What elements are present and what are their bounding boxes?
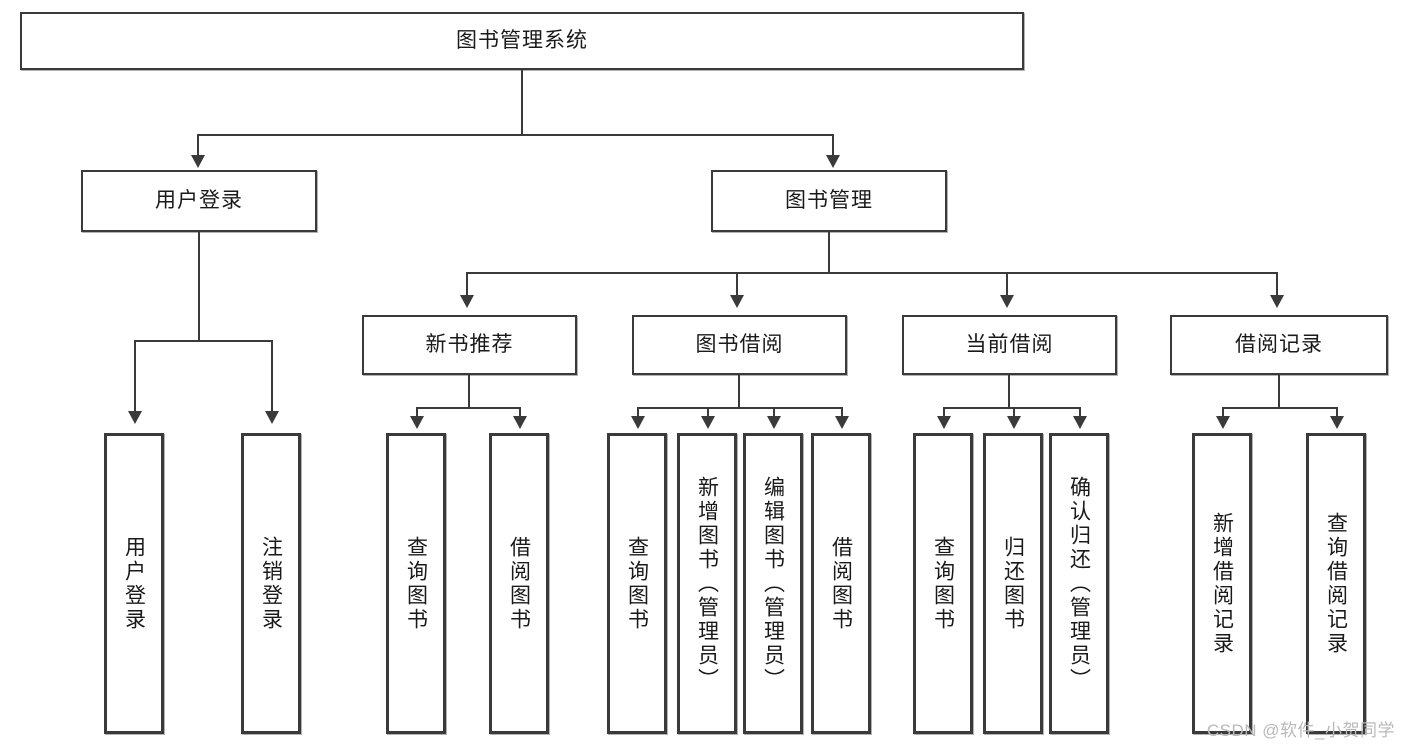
- node-label: 归还图书: [1001, 535, 1025, 632]
- connector-borrow-record-bus: [1222, 407, 1338, 409]
- leaf-bb-edit-book-admin[interactable]: 编辑图书（管理员）: [743, 433, 803, 734]
- arrowhead-br-leaf1: [1216, 416, 1230, 429]
- node-label: 借阅图书: [507, 535, 531, 632]
- connector-to-book-borrow: [736, 272, 738, 297]
- node-label: 图书借阅: [695, 333, 784, 357]
- arrowhead-user-login: [191, 155, 205, 168]
- node-book-management[interactable]: 图书管理: [711, 170, 947, 232]
- node-label: 确认归还（管理员）: [1067, 475, 1091, 692]
- connector-cb-leaf3: [1079, 407, 1081, 418]
- node-label: 当前借阅: [965, 333, 1054, 357]
- leaf-nbr-borrow-book[interactable]: 借阅图书: [489, 433, 549, 734]
- arrowhead-leaf-logout-login: [265, 411, 279, 424]
- connector-to-new-book-recommend: [466, 272, 468, 297]
- connector-cb-leaf2: [1013, 407, 1015, 418]
- connector-book-management-stem: [828, 232, 830, 272]
- connector-bb-leaf3: [773, 407, 775, 418]
- leaf-cb-confirm-return-admin[interactable]: 确认归还（管理员）: [1049, 433, 1109, 734]
- arrowhead-cb-leaf3: [1073, 416, 1087, 429]
- connector-borrow-record-stem: [1278, 375, 1280, 407]
- connector-bb-leaf4: [841, 407, 843, 418]
- connector-to-borrow-record: [1276, 272, 1278, 297]
- node-root-book-management-system[interactable]: 图书管理系统: [20, 12, 1024, 70]
- arrowhead-borrow-record: [1270, 295, 1284, 308]
- node-label: 借阅记录: [1235, 333, 1323, 357]
- connector-root-to-user-login: [197, 134, 199, 157]
- leaf-user-login[interactable]: 用户登录: [104, 433, 164, 734]
- node-label: 新增借阅记录: [1210, 511, 1234, 656]
- leaf-bb-borrow-book[interactable]: 借阅图书: [811, 433, 871, 734]
- arrowhead-cb-leaf2: [1007, 416, 1021, 429]
- leaf-bb-query-book[interactable]: 查询图书: [607, 433, 667, 734]
- connector-user-login-bus: [134, 340, 272, 342]
- leaf-br-add-record[interactable]: 新增借阅记录: [1192, 433, 1252, 734]
- arrowhead-current-borrow: [1000, 295, 1014, 308]
- arrowhead-bb-leaf1: [631, 416, 645, 429]
- connector-user-login-stem: [198, 232, 200, 340]
- connector-bb-leaf1: [637, 407, 639, 418]
- connector-book-borrow-bus: [637, 407, 843, 409]
- node-label: 编辑图书（管理员）: [761, 475, 785, 692]
- arrowhead-new-book-recommend: [460, 295, 474, 308]
- arrowhead-book-borrow: [730, 295, 744, 308]
- node-label: 新增图书（管理员）: [695, 475, 719, 692]
- leaf-nbr-query-book[interactable]: 查询图书: [386, 433, 446, 734]
- connector-user-login-leaf1: [134, 340, 136, 413]
- node-new-book-recommend[interactable]: 新书推荐: [362, 315, 577, 375]
- leaf-logout-login[interactable]: 注销登录: [241, 433, 301, 734]
- leaf-cb-return-book[interactable]: 归还图书: [983, 433, 1043, 734]
- connector-bb-leaf2: [707, 407, 709, 418]
- connector-nbr-leaf2: [519, 407, 521, 418]
- csdn-watermark: CSDN @软件_小贺同学: [1206, 721, 1395, 740]
- connector-new-book-recommend-bus: [416, 407, 521, 409]
- arrowhead-br-leaf2: [1330, 416, 1344, 429]
- node-book-borrow[interactable]: 图书借阅: [632, 315, 847, 375]
- connector-root-bus: [197, 134, 833, 136]
- arrowhead-cb-leaf1: [937, 416, 951, 429]
- connector-cb-leaf1: [943, 407, 945, 418]
- connector-user-login-leaf2: [271, 340, 273, 413]
- arrowhead-book-management: [826, 155, 840, 168]
- arrowhead-bb-leaf2: [701, 416, 715, 429]
- connector-book-borrow-stem: [738, 375, 740, 407]
- connector-nbr-leaf1: [416, 407, 418, 418]
- node-label: 用户登录: [155, 189, 243, 213]
- connector-root-stem: [521, 70, 523, 134]
- leaf-cb-query-book[interactable]: 查询图书: [913, 433, 973, 734]
- leaf-bb-add-book-admin[interactable]: 新增图书（管理员）: [677, 433, 737, 734]
- node-current-borrow[interactable]: 当前借阅: [902, 315, 1117, 375]
- node-label: 注销登录: [259, 535, 283, 632]
- connector-current-borrow-stem: [1008, 375, 1010, 407]
- node-label: 新书推荐: [425, 333, 514, 357]
- node-label: 图书管理: [785, 189, 873, 213]
- node-label: 查询图书: [625, 535, 649, 632]
- node-label: 查询图书: [404, 535, 428, 632]
- node-label: 图书管理系统: [456, 29, 588, 53]
- connector-br-leaf1: [1222, 407, 1224, 418]
- arrowhead-bb-leaf4: [835, 416, 849, 429]
- connector-new-book-recommend-stem: [468, 375, 470, 407]
- node-user-login[interactable]: 用户登录: [81, 170, 317, 232]
- node-borrow-record[interactable]: 借阅记录: [1170, 315, 1388, 375]
- connector-level3-bus: [466, 272, 1278, 274]
- node-label: 查询图书: [931, 535, 955, 632]
- leaf-br-query-record[interactable]: 查询借阅记录: [1306, 433, 1366, 734]
- arrowhead-bb-leaf3: [767, 416, 781, 429]
- connector-to-current-borrow: [1006, 272, 1008, 297]
- node-label: 查询借阅记录: [1324, 511, 1348, 656]
- arrowhead-nbr-leaf1: [410, 416, 424, 429]
- node-label: 借阅图书: [829, 535, 853, 632]
- connector-root-to-book-management: [832, 134, 834, 157]
- node-label: 用户登录: [122, 535, 146, 632]
- arrowhead-leaf-user-login: [128, 411, 142, 424]
- connector-current-borrow-bus: [943, 407, 1081, 409]
- connector-br-leaf2: [1336, 407, 1338, 418]
- arrowhead-nbr-leaf2: [513, 416, 527, 429]
